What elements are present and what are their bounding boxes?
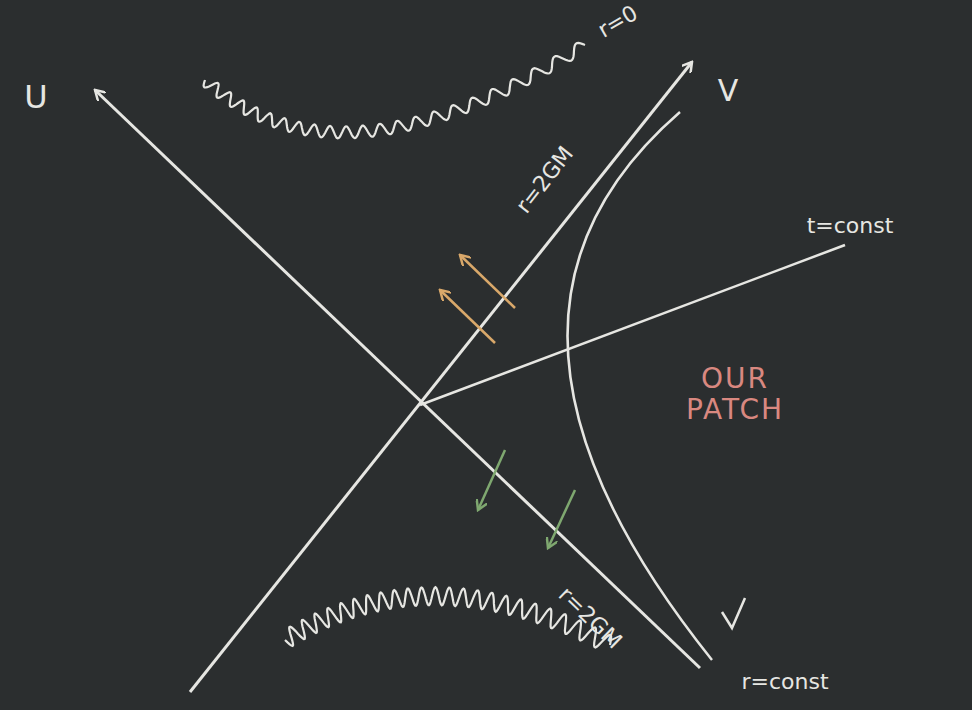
curve-label: t=const (807, 214, 894, 238)
region-label: OUR PATCH (670, 364, 800, 426)
axis-label: V (718, 74, 739, 107)
light-ray-arrow (478, 450, 505, 510)
v-axis (190, 62, 692, 692)
axis-label: U (24, 80, 47, 115)
singularity-label: r=0 (594, 1, 642, 43)
horizon-label: r=2GM (512, 142, 579, 218)
curve-label: r=const (741, 670, 828, 694)
light-ray-arrow (460, 255, 515, 308)
u-axis (95, 90, 700, 668)
horizon-label: r=2GM (554, 582, 627, 653)
singularity-wavy-line (204, 43, 585, 138)
r-const-hyperbola (568, 112, 713, 660)
check-mark (722, 598, 745, 628)
t-const-line (420, 245, 845, 405)
light-ray-arrow (548, 490, 575, 548)
light-ray-arrow (440, 290, 495, 343)
